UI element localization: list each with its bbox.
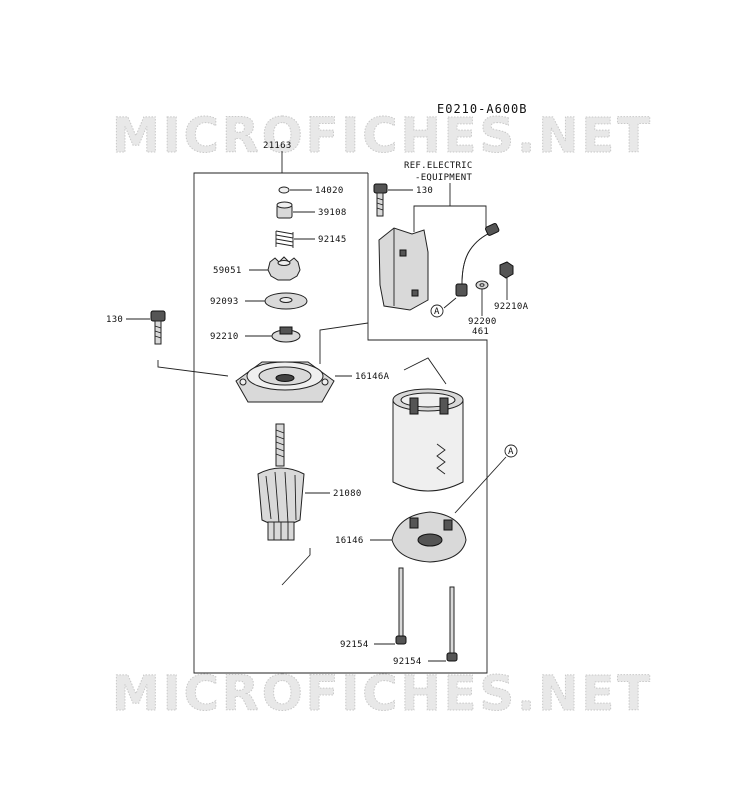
part-cable-lead bbox=[443, 222, 500, 309]
watermark-bottom: MICROFICHES.NET bbox=[112, 666, 653, 722]
part-92210A-nut bbox=[499, 261, 514, 300]
label-92210: 92210 bbox=[210, 332, 239, 342]
part-16146-brush-holder bbox=[370, 456, 507, 563]
label-130-upper: 130 bbox=[416, 186, 433, 196]
label-92154-left: 92154 bbox=[340, 640, 369, 650]
ref-bracket bbox=[413, 205, 487, 232]
label-461: 461 bbox=[472, 327, 489, 337]
part-92200-washer bbox=[475, 280, 489, 316]
svg-text:A: A bbox=[508, 447, 514, 457]
part-16146A-end-plate bbox=[235, 322, 369, 403]
assembly-frame bbox=[193, 172, 488, 674]
label-14020: 14020 bbox=[315, 186, 344, 196]
label-16146: 16146 bbox=[335, 536, 364, 546]
label-92093: 92093 bbox=[210, 297, 239, 307]
part-92093-washer bbox=[245, 292, 308, 310]
label-39108: 39108 bbox=[318, 208, 347, 218]
part-solenoid-bracket bbox=[378, 227, 429, 311]
part-21080-armature bbox=[257, 423, 330, 586]
watermark-top: MICROFICHES.NET bbox=[112, 108, 653, 164]
label-16146A: 16146A bbox=[355, 372, 390, 382]
part-59051-pinion-gear bbox=[249, 256, 301, 281]
part-130-bolt-left bbox=[126, 310, 229, 377]
part-14020-ring bbox=[278, 186, 312, 194]
ref-electric-line1: REF.ELECTRIC bbox=[404, 161, 473, 171]
label-92210A: 92210A bbox=[494, 302, 529, 312]
callout-a-lower: A bbox=[504, 444, 518, 458]
ref-electric-line2: -EQUIPMENT bbox=[415, 173, 472, 183]
part-92145-spring bbox=[275, 229, 315, 249]
label-21163: 21163 bbox=[263, 141, 292, 151]
part-92154-through-bolt-right bbox=[428, 586, 458, 662]
label-21080: 21080 bbox=[333, 489, 362, 499]
label-130-left: 130 bbox=[106, 315, 123, 325]
label-59051: 59051 bbox=[213, 266, 242, 276]
label-92154-right: 92154 bbox=[393, 657, 422, 667]
part-39108-collar bbox=[276, 201, 315, 219]
label-92145: 92145 bbox=[318, 235, 347, 245]
callout-a-upper: A bbox=[430, 304, 444, 318]
part-yoke-housing bbox=[392, 357, 464, 492]
part-130-bolt-upper bbox=[373, 183, 413, 217]
diagram-code: E0210-A600B bbox=[437, 102, 527, 116]
label-92200: 92200 bbox=[468, 317, 497, 327]
part-92210-nut bbox=[245, 326, 301, 343]
svg-text:A: A bbox=[434, 307, 440, 317]
part-92154-through-bolt-left bbox=[374, 567, 407, 645]
